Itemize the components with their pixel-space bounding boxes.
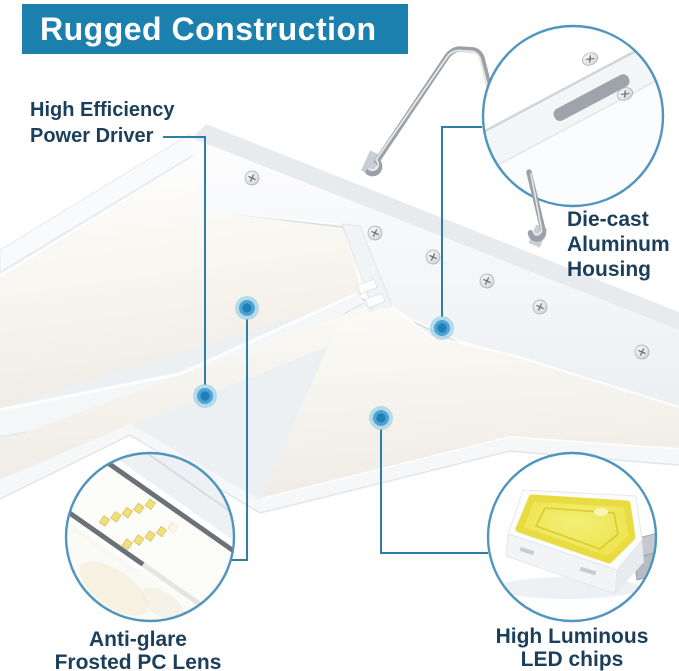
housing-band [192,138,679,408]
screw-icon [244,170,260,186]
callout-housing-line2: Aluminum [567,233,670,256]
title-banner-text: Rugged Construction [40,11,377,47]
screw-icon [367,225,383,241]
inset-frosted-lens [64,451,236,623]
line-lens [231,319,248,561]
fixture-top-face [192,124,679,330]
fixture-body [0,124,679,514]
callout-housing-line3: Housing [567,258,651,281]
led-chip-inset-ring [486,451,658,623]
marker-dot-power-driver [193,384,217,408]
screw-icon [616,87,634,101]
callout-power-driver-line2: Power Driver [30,125,154,147]
line-power-driver [163,136,206,385]
callout-housing: Die-cast Aluminum Housing [567,207,670,282]
line-housing [441,126,482,317]
joint-clip-tab [364,292,386,309]
suspension-hook-icon [361,46,495,177]
callout-power-driver-line1: High Efficiency [30,99,175,121]
title-banner: Rugged Construction [22,4,408,54]
led-chip-array [98,498,179,550]
callout-housing-line1: Die-cast [567,208,649,231]
inset-led-chip [486,451,658,623]
marker-dot-lens [235,296,259,320]
screw-icon [581,52,599,66]
line-led-chips [380,429,488,554]
lens-panel-right [260,306,679,500]
screw-icon [425,249,441,265]
callout-lens-line2: Frosted PC Lens [54,651,222,671]
callout-led-chips-line1: High Luminous [495,625,649,648]
screw-icon [532,299,548,315]
lens-inset-ring [64,451,236,623]
suspension-hook-lower [526,169,548,248]
callout-power-driver: High Efficiency Power Driver [30,97,174,149]
joint-clip-tab [356,278,378,295]
housing-screws [244,170,650,360]
near-trim [0,424,679,514]
middle-rail [0,292,366,438]
marker-dot-led-chips [369,406,393,430]
lens-panel-far [0,160,362,408]
callout-lines [163,126,488,561]
callout-markers [193,296,454,430]
marker-dot-housing [430,316,454,340]
screw-icon [634,344,650,360]
callout-lens: Anti-glare Frosted PC Lens [18,628,258,671]
callout-lens-line1: Anti-glare [88,628,187,651]
callout-led-chips: High Luminous LED chips [452,625,679,671]
screw-icon [479,273,495,289]
housing-inset-ring [481,24,665,208]
callout-led-chips-line2: LED chips [520,648,624,671]
lens-panel-near-left [0,306,374,478]
